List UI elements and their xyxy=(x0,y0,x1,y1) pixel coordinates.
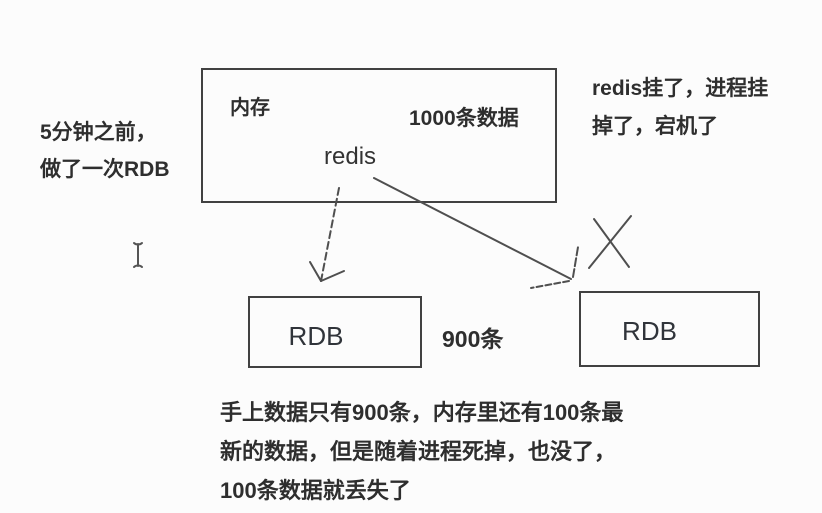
note-data-loss-line3: 100条数据就丢失了 xyxy=(220,478,411,503)
note-rdb-before-line1: 5分钟之前， xyxy=(40,121,157,144)
count-900-label: 900条 xyxy=(442,326,504,352)
memory-box: 内存 1000条数据 redis xyxy=(201,68,557,203)
text-cursor-icon xyxy=(133,242,143,268)
rdb-left-box: RDB xyxy=(248,296,422,368)
rdb-right-label: RDB xyxy=(622,315,677,346)
note-rdb-before: 5分钟之前， 做了一次RDB xyxy=(40,114,170,188)
note-data-loss-line1: 手上数据只有900条，内存里还有100条最 xyxy=(220,400,624,425)
rdb-right-box: RDB xyxy=(579,291,760,367)
x-mark xyxy=(588,215,632,269)
memory-box-redis-label: redis xyxy=(324,143,377,170)
note-data-loss: 手上数据只有900条，内存里还有100条最 新的数据，但是随着进程死掉，也没了，… xyxy=(220,393,623,510)
memory-box-data-count: 1000条数据 xyxy=(409,107,519,130)
note-redis-crashed-line1: redis挂了，进程挂 xyxy=(592,77,769,100)
rdb-left-label: RDB xyxy=(288,320,344,351)
note-data-loss-line2: 新的数据，但是随着进程死掉，也没了， xyxy=(220,439,617,464)
memory-box-title: 内存 xyxy=(230,97,270,119)
note-redis-crashed: redis挂了，进程挂 掉了，宕机了 xyxy=(592,70,768,146)
note-rdb-before-line2: 做了一次RDB xyxy=(40,158,170,181)
note-redis-crashed-line2: 掉了，宕机了 xyxy=(592,115,718,138)
